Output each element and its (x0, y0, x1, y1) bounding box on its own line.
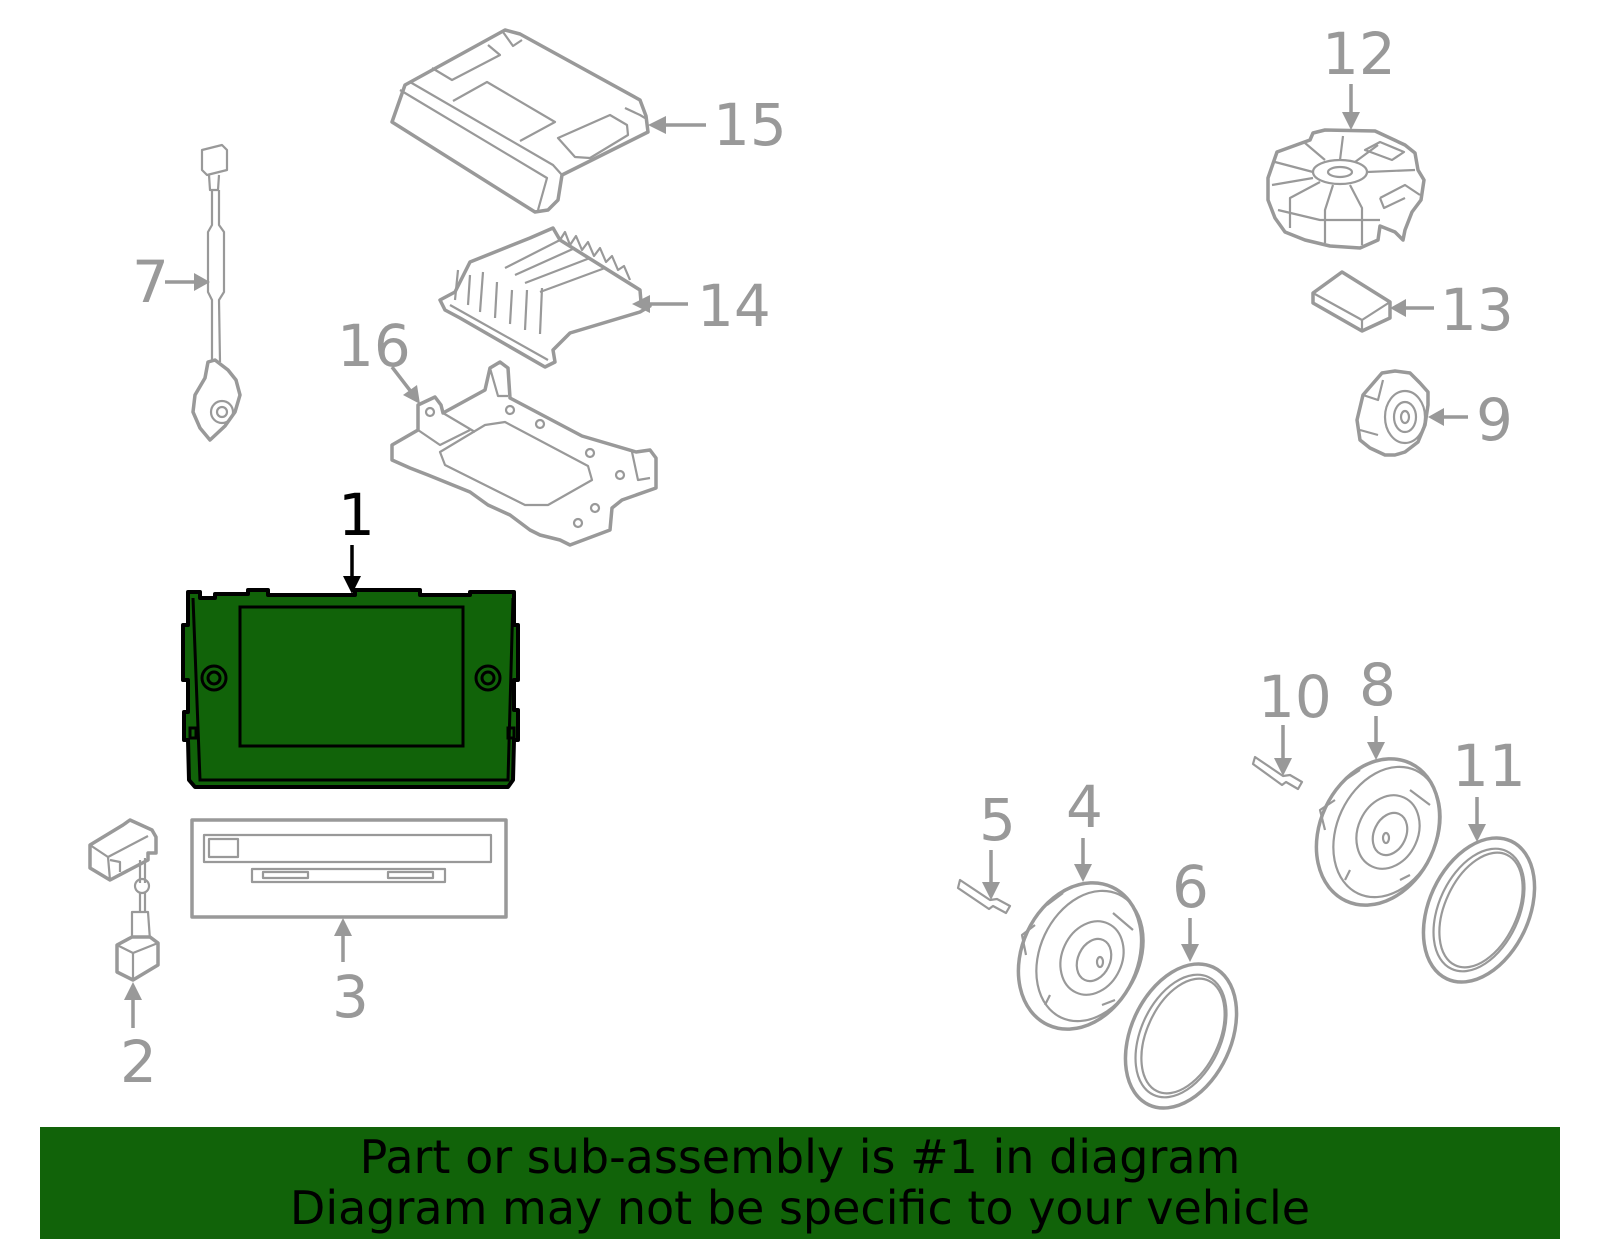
callout-2: 2 (120, 982, 157, 1096)
part-7-antenna-cable[interactable] (191, 143, 242, 442)
part-3-slot-panel[interactable] (190, 818, 508, 919)
banner-line-disclaimer: Diagram may not be specific to your vehi… (289, 1181, 1311, 1235)
part-6-ring-seal[interactable] (1104, 946, 1259, 1126)
part-8-speaker[interactable] (1293, 739, 1462, 926)
callout-7: 7 (132, 248, 210, 316)
part-14-amplifier[interactable] (438, 226, 652, 369)
svg-text:16: 16 (337, 312, 411, 380)
svg-text:13: 13 (1440, 276, 1514, 344)
svg-text:2: 2 (120, 1028, 157, 1096)
part-9-tweeter[interactable] (1355, 369, 1430, 457)
part-5-screw[interactable] (956, 878, 1012, 915)
callout-15: 15 (648, 91, 787, 159)
mount-hole-right (474, 664, 502, 692)
callout-13: 13 (1390, 276, 1514, 344)
callout-10: 10 (1258, 663, 1332, 776)
svg-text:3: 3 (332, 963, 369, 1031)
svg-text:9: 9 (1476, 386, 1513, 454)
svg-text:1: 1 (338, 481, 375, 549)
part-4-speaker[interactable] (995, 863, 1164, 1050)
callout-9: 9 (1428, 386, 1513, 454)
info-banner: Part or sub-assembly is #1 in diagram Di… (40, 1127, 1560, 1239)
part-16-bracket[interactable] (390, 360, 658, 547)
callout-8: 8 (1359, 651, 1396, 760)
callout-14: 14 (632, 272, 771, 340)
svg-text:7: 7 (132, 248, 169, 316)
callout-12: 12 (1322, 20, 1396, 130)
callout-11: 11 (1452, 732, 1526, 842)
svg-text:14: 14 (697, 272, 771, 340)
svg-text:11: 11 (1452, 732, 1526, 800)
part-13-pad[interactable] (1311, 270, 1392, 333)
part-2-connector-harness[interactable] (88, 818, 160, 982)
callout-4: 4 (1066, 773, 1103, 882)
callout-6: 6 (1172, 853, 1209, 962)
callout-5: 5 (979, 786, 1016, 900)
svg-text:10: 10 (1258, 663, 1332, 731)
callout-1: 1 (338, 481, 375, 594)
banner-line-part-info: Part or sub-assembly is #1 in diagram (359, 1130, 1241, 1184)
part-15-module-cover[interactable] (390, 28, 650, 214)
svg-text:12: 12 (1322, 20, 1396, 88)
svg-text:8: 8 (1359, 651, 1396, 719)
part-12-subwoofer[interactable] (1266, 128, 1426, 250)
part-1-display-unit[interactable] (181, 588, 520, 789)
callout-16: 16 (337, 312, 420, 404)
display-screen (238, 605, 465, 748)
svg-text:4: 4 (1066, 773, 1103, 841)
part-10-screw[interactable] (1251, 755, 1304, 791)
mount-hole-left (200, 664, 228, 692)
callout-3: 3 (332, 918, 369, 1031)
svg-text:5: 5 (979, 786, 1016, 854)
svg-text:15: 15 (713, 91, 787, 159)
svg-text:6: 6 (1172, 853, 1209, 921)
part-11-ring-seal[interactable] (1402, 820, 1557, 1000)
